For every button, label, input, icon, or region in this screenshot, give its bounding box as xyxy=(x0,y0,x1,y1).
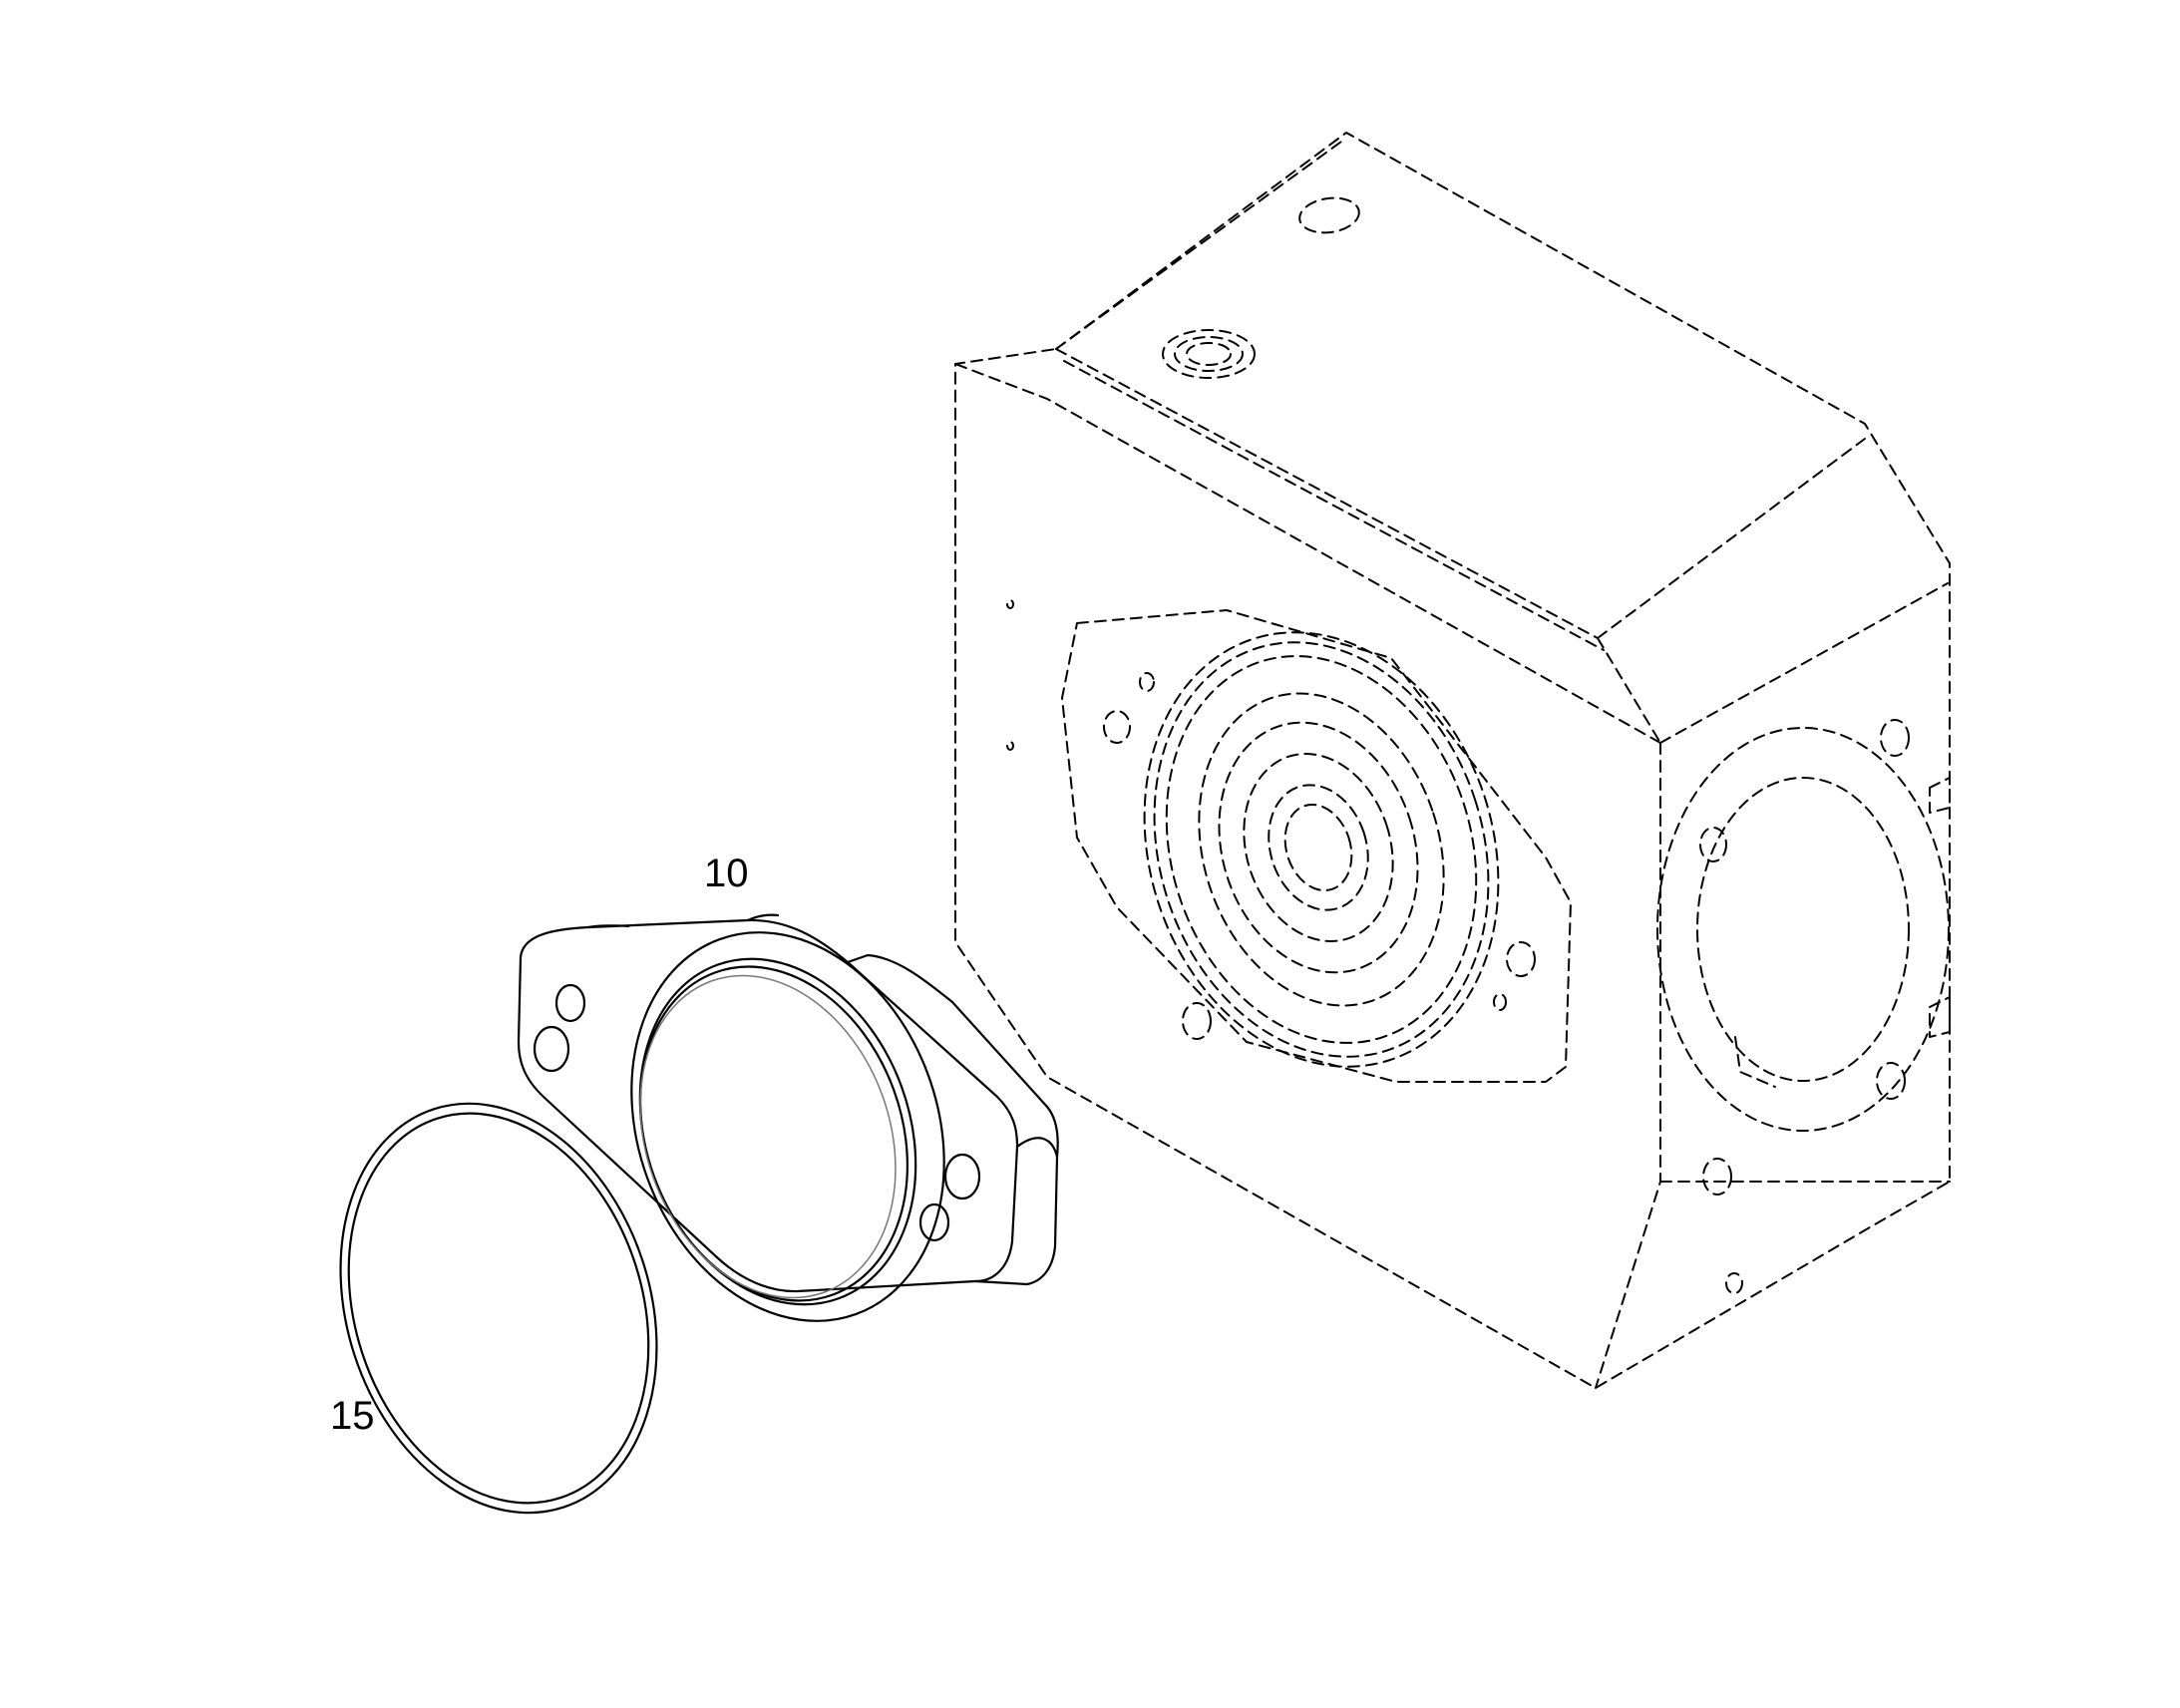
callout-label-10: 10 xyxy=(704,852,749,895)
gearbox-housing xyxy=(954,132,1951,1389)
flange-cover-part-10 xyxy=(517,913,1059,1322)
o-ring-part-15 xyxy=(339,1102,658,1515)
callout-label-15: 15 xyxy=(330,1394,375,1438)
